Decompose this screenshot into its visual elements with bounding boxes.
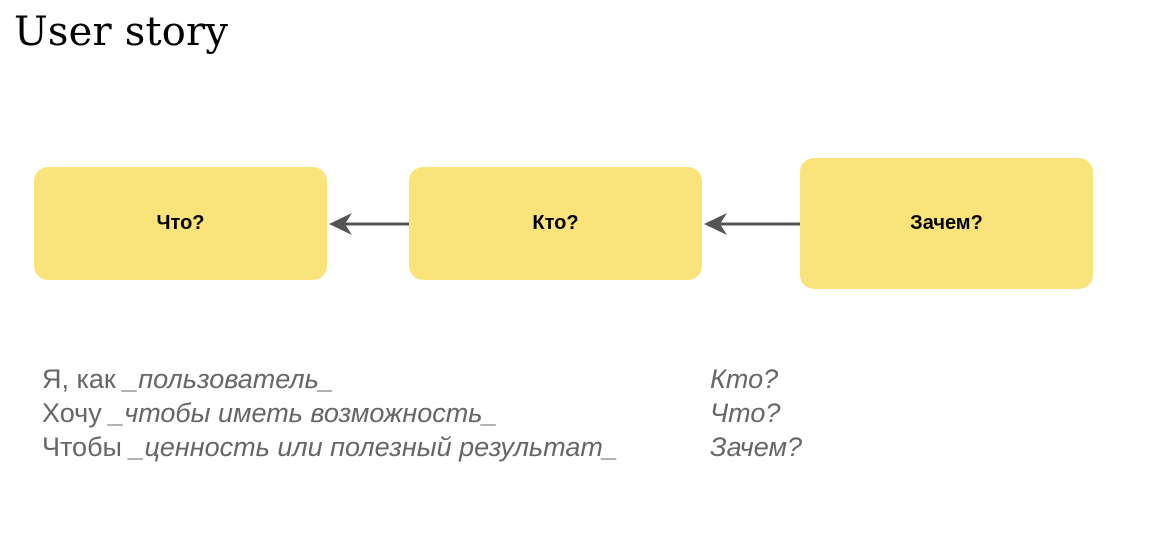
arrow-why-to-who (704, 213, 800, 235)
template-slot: _чтобы иметь возможность_ (109, 398, 498, 428)
template-lead: Хочу (42, 398, 110, 428)
box-who: Кто? (409, 167, 702, 280)
template-slot: _ценность или полезный результат_ (129, 432, 618, 462)
box-why-label: Зачем? (910, 212, 983, 234)
template-row-who: Я, как _пользователь_ Кто? (42, 362, 842, 396)
box-what: Что? (34, 167, 327, 280)
template-lead: Чтобы (42, 432, 130, 462)
template-question: Что? (710, 398, 781, 428)
user-story-template: Я, как _пользователь_ Кто? Хочу _чтобы и… (42, 362, 842, 464)
template-lead: Я, как (42, 364, 124, 394)
template-slot: _пользователь_ (123, 364, 334, 394)
template-question: Зачем? (710, 432, 802, 462)
box-what-label: Что? (156, 212, 205, 234)
box-why: Зачем? (800, 158, 1093, 289)
box-who-label: Кто? (532, 212, 579, 234)
slide-title: User story (14, 9, 229, 55)
template-row-why: Чтобы _ценность или полезный результат_ … (42, 430, 842, 464)
template-row-what: Хочу _чтобы иметь возможность_ Что? (42, 396, 842, 430)
template-question: Кто? (710, 364, 779, 394)
arrow-who-to-what (329, 213, 409, 235)
